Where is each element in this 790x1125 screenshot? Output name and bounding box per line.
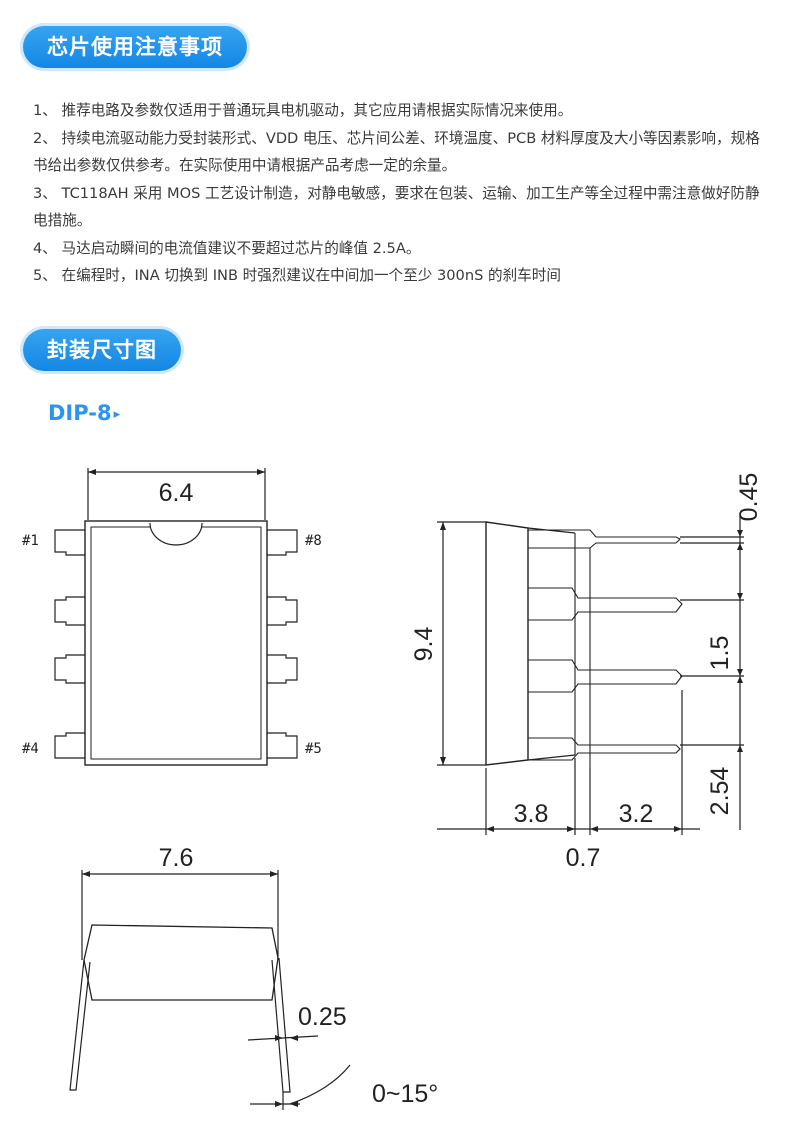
- dim-lead-length: 3.2: [619, 800, 654, 828]
- note-item: 5、 在编程时，INA 切换到 INB 时强烈建议在中间加一个至少 300nS …: [33, 267, 561, 284]
- pin-label-5: #5: [305, 741, 322, 757]
- dim-lead-angle: 0~15°: [372, 1080, 438, 1108]
- dim-lead-thickness: 0.25: [298, 1003, 347, 1031]
- chip-body-outline: [84, 520, 268, 766]
- dim-standoff: 0.7: [566, 844, 601, 872]
- end-view-body: [83, 924, 279, 1001]
- play-arrow-icon: ▸: [113, 407, 121, 422]
- dim-pin-width: 0.45: [735, 473, 763, 522]
- note-item: 2、 持续电流驱动能力受封装形式、VDD 电压、芯片间公差、环境温度、PCB 材…: [33, 129, 760, 175]
- note-item: 4、 马达启动瞬间的电流值建议不要超过芯片的峰值 2.5A。: [33, 239, 421, 257]
- package-name: DIP-8: [48, 401, 112, 425]
- note-item: 1、 推荐电路及参数仅适用于普通玩具电机驱动，其它应用请根据实际情况来使用。: [33, 102, 573, 119]
- dim-pin-shoulder: 1.5: [706, 636, 734, 671]
- section-title-dimensions: 封装尺寸图: [23, 329, 181, 371]
- end-view: 7.6 0.25 0~15°: [69, 844, 438, 1110]
- side-view: 9.4 0.45 1.5 2.54 3.8: [410, 473, 763, 872]
- dim-body-length: 9.4: [410, 627, 438, 662]
- package-label: DIP-8▸: [48, 401, 120, 425]
- notes-list: 1、 推荐电路及参数仅适用于普通玩具电机驱动，其它应用请根据实际情况来使用。 2…: [33, 97, 768, 290]
- dim-body-height: 3.8: [514, 800, 549, 828]
- pin-label-1: #1: [22, 533, 39, 549]
- pin-label-4: #4: [22, 741, 39, 757]
- dim-pitch: 2.54: [706, 767, 734, 816]
- pin-label-8: #8: [305, 533, 322, 549]
- section-title-notes: 芯片使用注意事项: [23, 26, 247, 68]
- dim-body-width: 6.4: [159, 479, 194, 507]
- top-view: 6.4 #1 #8 #4 #5: [22, 468, 322, 766]
- pin1-notch: [149, 522, 203, 546]
- dim-row-spacing: 7.6: [159, 844, 194, 872]
- note-item: 3、 TC118AH 采用 MOS 工艺设计制造，对静电敏感，要求在包装、运输、…: [33, 184, 760, 230]
